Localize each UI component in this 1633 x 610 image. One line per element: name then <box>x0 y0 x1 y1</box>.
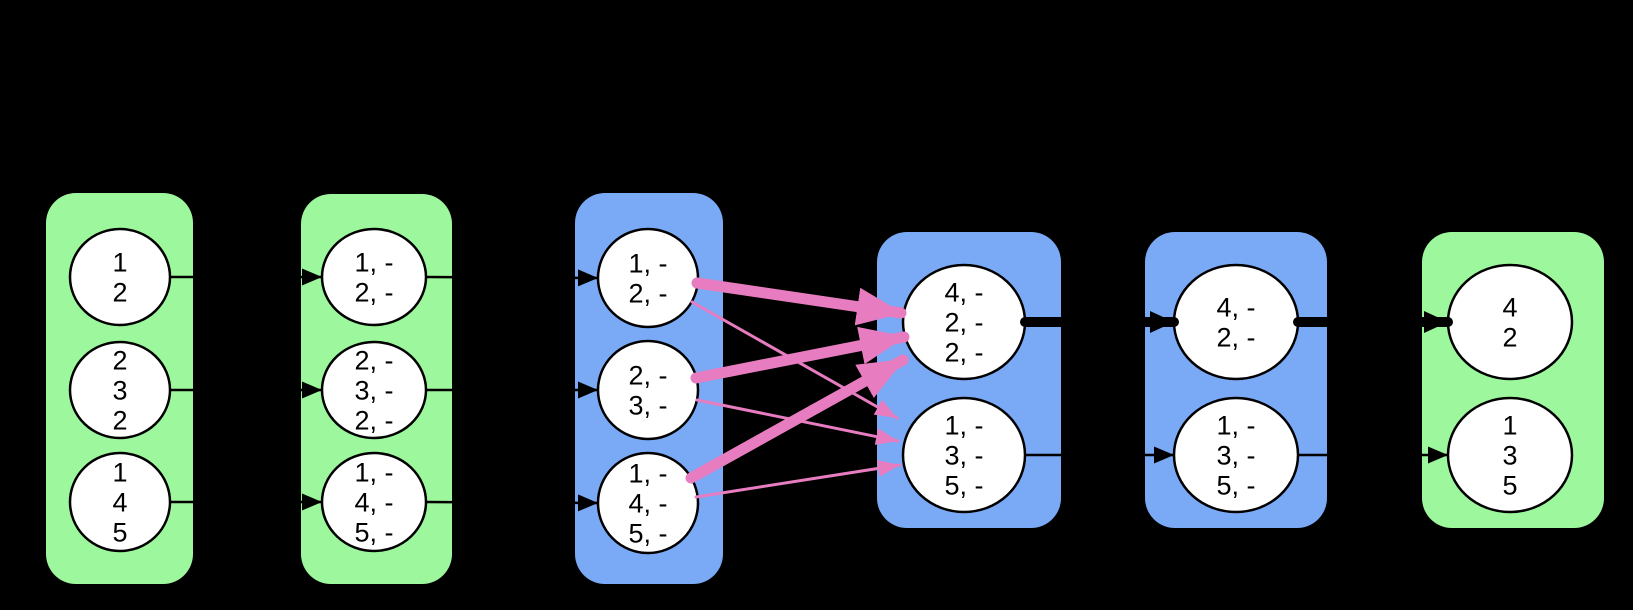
edges-stage3-to-stage4-pink <box>685 277 910 499</box>
stage-2-box: 1, -2, - 2, -3, -2, - 1, -4, -5, - <box>301 194 452 584</box>
node-label: 4, -2, -2, - <box>944 278 983 368</box>
stage-4-box: 4, -2, -2, - 1, -3, -5, - <box>877 232 1061 528</box>
stage-3-box: 1, -2, - 2, -3, - 1, -4, -5, - <box>575 193 723 584</box>
node-label: 2, -3, - <box>628 361 667 421</box>
node-label: 1, -2, - <box>354 248 393 308</box>
edge-pink-thick <box>691 277 907 326</box>
edge-pink-thin <box>695 398 900 445</box>
edges-stage1-to-stage2 <box>170 268 322 511</box>
node-label: 1, -2, - <box>628 249 667 309</box>
edges-stage5-to-stage6 <box>1293 311 1453 464</box>
stage-5-box: 4, -2, - 1, -3, -5, - <box>1145 232 1327 528</box>
node-label: 1, -3, -5, - <box>1216 411 1255 501</box>
node-label: 1, -4, -5, - <box>354 458 393 548</box>
node-label: 1, -4, -5, - <box>628 459 667 549</box>
node-label: 1, -3, -5, - <box>944 411 983 501</box>
edge-pink-thin <box>694 460 902 499</box>
edge-black-thin <box>425 494 599 512</box>
node-label: 4, -2, - <box>1216 293 1255 353</box>
node-label: 2, -3, -2, - <box>354 346 393 436</box>
edge-pink-thick <box>690 326 910 384</box>
edges-stage4-to-stage5 <box>1020 311 1179 464</box>
edge-black-thin <box>425 269 599 287</box>
edge-pink-thin <box>690 300 899 420</box>
edges-stage2-to-stage3 <box>425 269 599 512</box>
